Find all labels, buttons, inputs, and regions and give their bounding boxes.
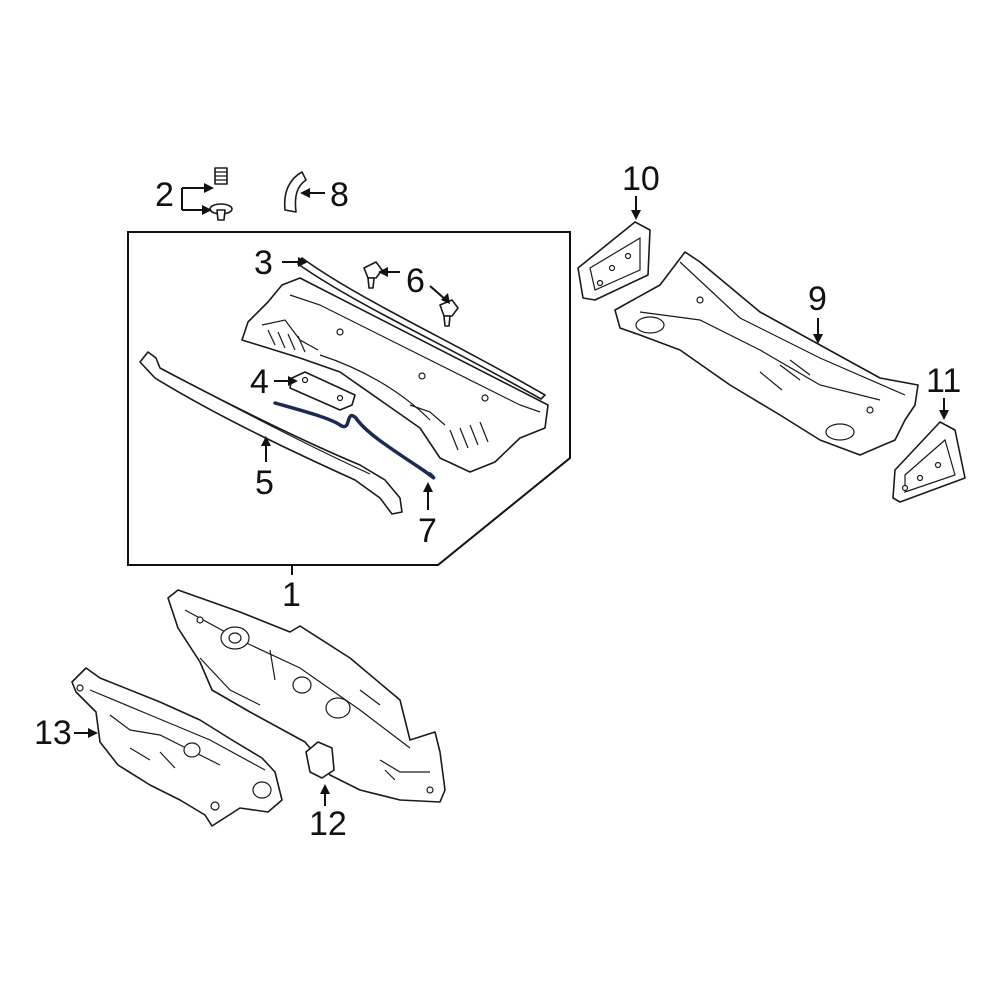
part-8-seal[interactable] <box>283 171 307 213</box>
part-13-extension-panel[interactable] <box>71 667 283 827</box>
assembly-1-group-box <box>127 231 571 566</box>
part-4-bracket[interactable] <box>289 371 356 411</box>
part-2-fasteners[interactable] <box>209 167 233 221</box>
part-10-gusset[interactable] <box>577 221 651 301</box>
part-11-gusset[interactable] <box>892 421 966 503</box>
part-9-cowl-reinforcement[interactable] <box>614 251 919 456</box>
callout-9-label: 9 <box>808 280 827 318</box>
callout-6-label: 6 <box>406 262 425 300</box>
callout-2-label: 2 <box>155 176 174 214</box>
callout-7-label: 7 <box>418 512 437 550</box>
callout-1-label: 1 <box>282 576 301 614</box>
callout-8-label: 8 <box>330 176 349 214</box>
callout-3-label: 3 <box>254 244 273 282</box>
part-7-drain-hose[interactable] <box>273 401 436 480</box>
part-6-grommet-b[interactable] <box>439 299 459 317</box>
part-6-grommet-a[interactable] <box>363 261 383 279</box>
part-6-grommets[interactable] <box>363 261 459 327</box>
callout-5-label: 5 <box>255 464 274 502</box>
callout-12-label: 12 <box>309 805 347 843</box>
callout-11-label: 11 <box>926 362 961 400</box>
part-12-dash-panel[interactable] <box>167 589 446 803</box>
part-3-weatherstrip[interactable] <box>297 257 546 400</box>
cowl-top-panel[interactable] <box>241 277 549 473</box>
callout-4-label: 4 <box>250 363 269 401</box>
callout-13-label: 13 <box>34 714 72 752</box>
callout-10-label: 10 <box>622 160 660 198</box>
